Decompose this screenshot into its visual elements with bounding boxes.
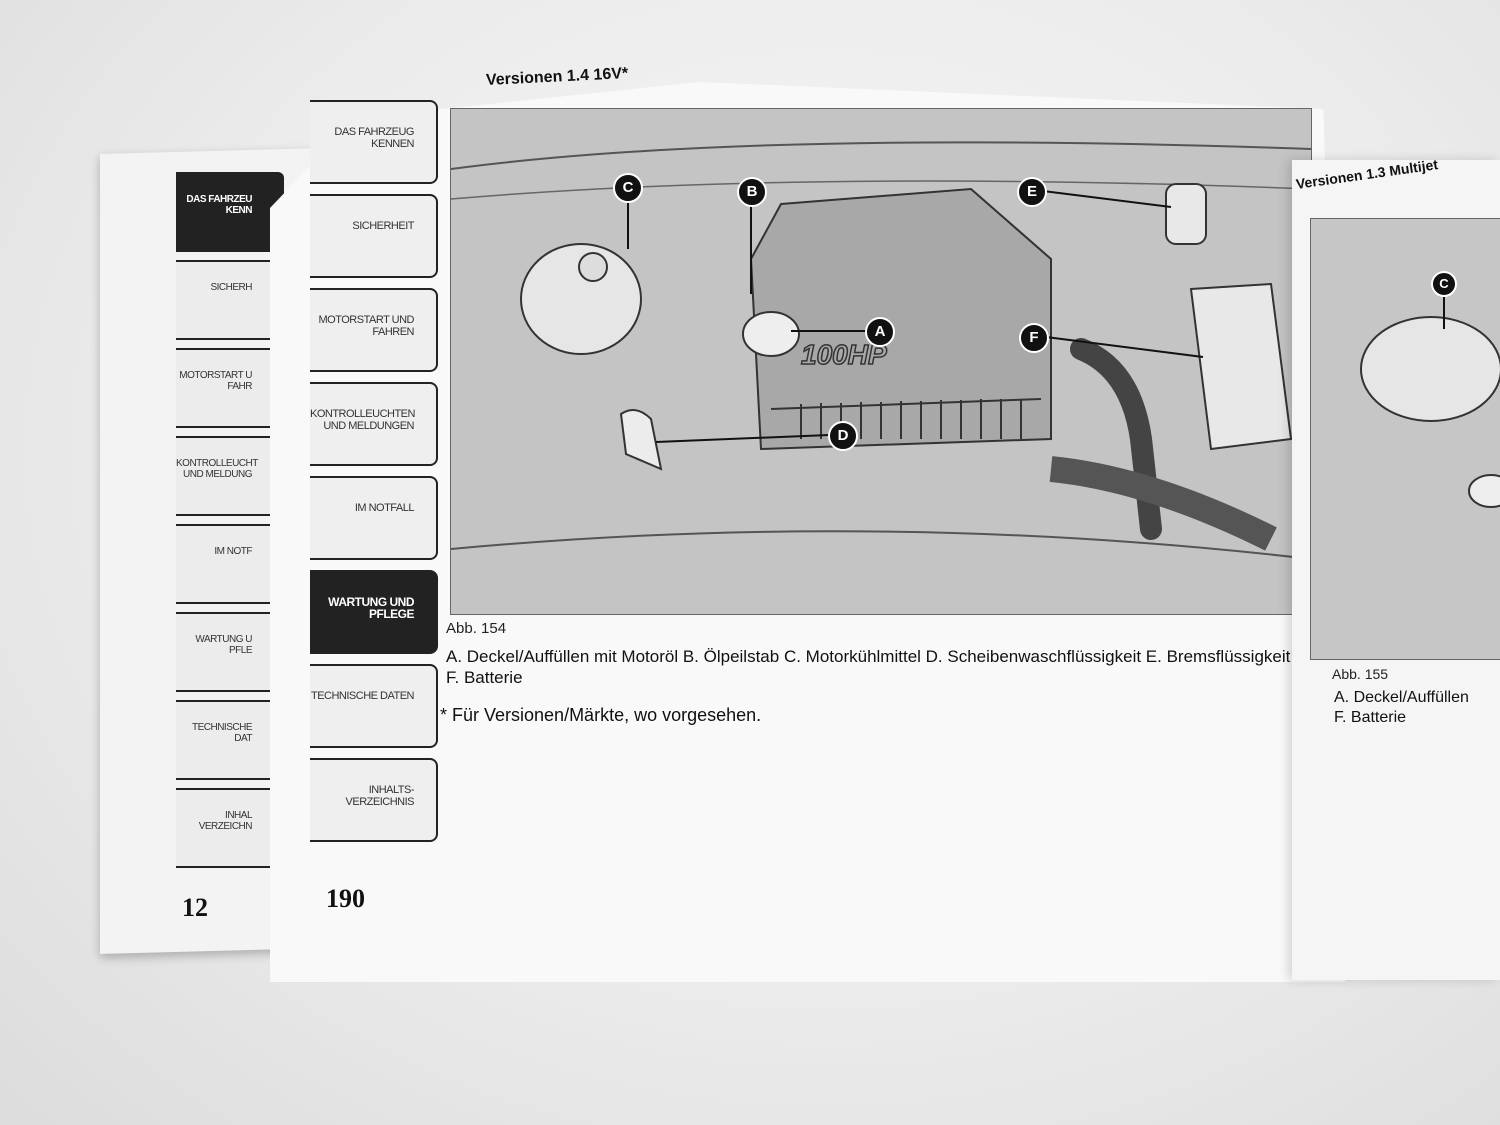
- right-tab-6[interactable]: WARTUNG UND PFLEGE: [310, 570, 438, 654]
- caption-line-2: F. Batterie: [446, 668, 523, 687]
- footnote: * Für Versionen/Märkte, wo vorgesehen.: [440, 705, 762, 725]
- callout-a: A: [865, 317, 895, 347]
- figure-label: Abb. 154: [446, 620, 507, 637]
- left-page-number: 12: [182, 893, 208, 922]
- callout-b: B: [737, 177, 767, 207]
- next-engine-illustration: C: [1310, 218, 1500, 660]
- engine-illustration: 100HP C B A D E F: [450, 108, 1312, 615]
- right-tab-1[interactable]: DAS FAHRZEUG KENNEN: [310, 100, 438, 184]
- right-tab-8[interactable]: INHALTS- VERZEICHNIS: [310, 758, 438, 842]
- left-tab-6[interactable]: WARTUNG U PFLE: [176, 612, 284, 692]
- right-tab-5[interactable]: IM NOTFALL: [310, 476, 438, 560]
- right-tab-3[interactable]: MOTORSTART UND FAHREN: [310, 288, 438, 372]
- next-caption-line-2: F. Batterie: [1334, 709, 1407, 726]
- right-tab-7[interactable]: TECHNISCHE DATEN: [310, 664, 438, 748]
- left-tab-8[interactable]: INHAL VERZEICHN: [176, 788, 284, 868]
- engine-drawing: 100HP: [451, 109, 1311, 614]
- left-tab-3[interactable]: MOTORSTART U FAHR: [176, 348, 284, 428]
- left-tab-5[interactable]: IM NOTF: [176, 524, 284, 604]
- caption-line-1: A. Deckel/Auffüllen mit Motoröl B. Ölpei…: [446, 647, 1291, 666]
- callout-f: F: [1019, 323, 1049, 353]
- callout-e: E: [1017, 177, 1047, 207]
- left-tab-2[interactable]: SICHERH: [176, 260, 284, 340]
- next-engine-drawing: [1311, 219, 1500, 659]
- callout-d: D: [828, 421, 858, 451]
- next-callout-c: C: [1431, 271, 1457, 297]
- next-figure-caption: A. Deckel/Auffüllen F. Batterie: [1334, 688, 1469, 728]
- right-tab-4[interactable]: KONTROLLEUCHTEN UND MELDUNGEN: [310, 382, 438, 466]
- left-tab-1[interactable]: DAS FAHRZEU KENN: [176, 172, 284, 252]
- left-tab-4[interactable]: KONTROLLEUCHT UND MELDUNG: [176, 436, 284, 516]
- next-caption-line-1: A. Deckel/Auffüllen: [1334, 689, 1469, 706]
- left-tab-7[interactable]: TECHNISCHE DAT: [176, 700, 284, 780]
- next-figure-label: Abb. 155: [1332, 666, 1389, 682]
- right-tab-2[interactable]: SICHERHEIT: [310, 194, 438, 278]
- callout-c: C: [613, 173, 643, 203]
- right-page-number: 190: [326, 884, 365, 913]
- figure-caption: A. Deckel/Auffüllen mit Motoröl B. Ölpei…: [446, 646, 1326, 688]
